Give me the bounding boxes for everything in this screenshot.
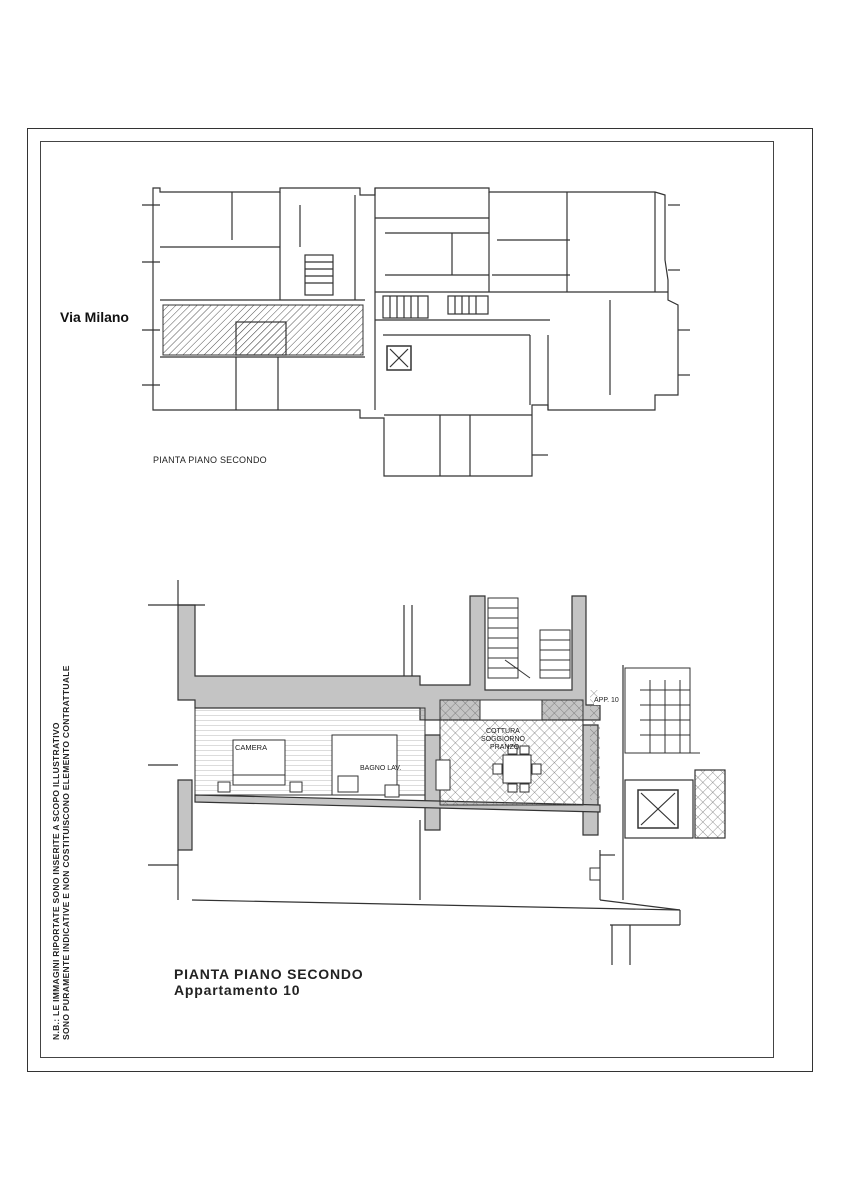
- inner-frame: [40, 141, 774, 1058]
- street-label: Via Milano: [60, 309, 129, 325]
- sofa: [479, 699, 543, 721]
- disclaimer-note: N.B.: LE IMMAGINI RIPORTATE SONO INSERIT…: [51, 620, 71, 1040]
- outer-frame: [27, 128, 813, 1072]
- disclaimer-line-1: N.B.: LE IMMAGINI RIPORTATE SONO INSERIT…: [51, 722, 61, 1040]
- bottom-plan-subtitle: Appartamento 10: [174, 982, 301, 998]
- shower: [337, 775, 359, 793]
- room-label-camera: CAMERA: [235, 743, 268, 752]
- top-plan-title: PIANTA PIANO SECONDO: [153, 455, 267, 465]
- unit-label: APP. 10: [594, 697, 619, 705]
- room-label-cottura: COTTURA: [486, 728, 520, 735]
- bottom-plan-title: PIANTA PIANO SECONDO: [174, 966, 364, 982]
- disclaimer-line-2: SONO PURAMENTE INDICATIVE E NON COSTITUI…: [61, 665, 71, 1040]
- room-label-soggiorno: SOGGIORNO: [481, 736, 525, 743]
- room-label-bagno: BAGNO LAV.: [360, 765, 402, 772]
- dining-table: [502, 754, 532, 784]
- room-label-pranzo: PRANZO: [490, 744, 520, 751]
- top-floor-plan: [142, 187, 690, 477]
- kitchen-counter: [435, 759, 451, 791]
